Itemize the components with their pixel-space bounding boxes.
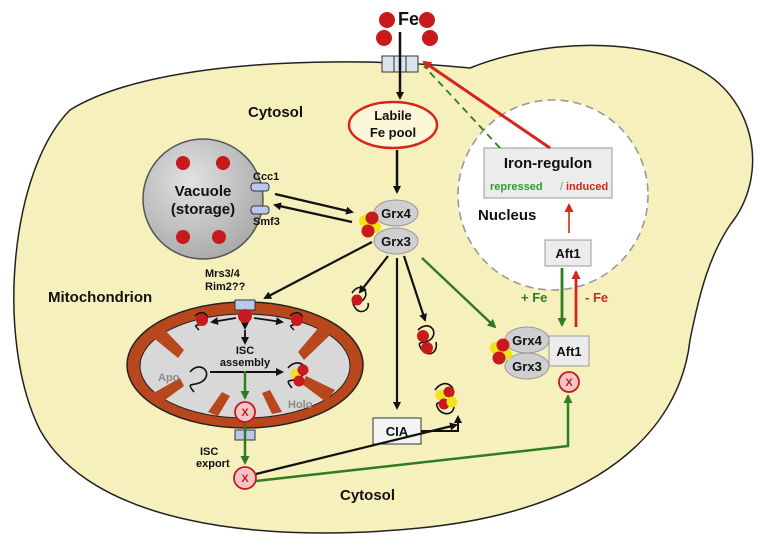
grx-aft1-complex: [490, 326, 590, 380]
cytosol-top-label: Cytosol: [248, 104, 303, 121]
aft1-complex-label: Aft1: [556, 344, 581, 359]
repressed-label: repressed: [490, 181, 543, 193]
induced-label: induced: [566, 181, 608, 193]
minus-fe-label: - Fe: [585, 290, 608, 305]
grx-to-protein1-arrow: [358, 255, 389, 294]
cytosol-bottom-label: Cytosol: [340, 487, 395, 504]
cytosolic-protein-2: [417, 325, 438, 355]
grx4-top-label: Grx4: [381, 206, 411, 221]
vacuole-line1: Vacuole: [175, 183, 232, 200]
holo-protein: [287, 362, 309, 389]
x-cytosol-circle: [233, 466, 257, 490]
x-mito-label: X: [241, 407, 249, 419]
cia-label: CIA: [386, 424, 409, 439]
grx-to-protein2-arrow: [402, 255, 427, 322]
vacuole-iron: [176, 156, 230, 244]
labile-line1: Labile: [374, 108, 412, 123]
cytosolic-protein-3: [434, 382, 458, 415]
x-cytosol-label: X: [241, 473, 249, 485]
fe-label: Fe: [398, 9, 419, 29]
apo-protein: [189, 366, 208, 393]
grx-complex-top: [359, 199, 419, 255]
repressed-to-transporter-line: [423, 65, 501, 149]
mito-iron-center: [238, 309, 252, 323]
iron-regulon-box: [483, 147, 613, 199]
ccc1-transporter: [250, 182, 270, 192]
mito-protein-left: [194, 311, 208, 331]
x-to-aft1-green-arrow: [255, 394, 573, 483]
vacuole-line2: (storage): [171, 201, 235, 218]
vacuole-to-grx-arrow: [274, 192, 354, 215]
mrs-label: Mrs3/4: [205, 268, 241, 280]
aft1-nucleus-box: [544, 239, 592, 267]
x-aft1-circle: [558, 371, 580, 393]
smf3-transporter: [250, 205, 270, 215]
grx-to-vacuole-arrow: [273, 202, 353, 224]
grx3-top-label: Grx3: [381, 234, 411, 249]
mito-iron-left-arrow: [210, 317, 237, 325]
mitochondrion-cristae: [150, 325, 335, 416]
holo-label: Holo: [288, 399, 313, 411]
nucleus-label: Nucleus: [478, 207, 536, 224]
vacuole: [142, 138, 264, 260]
aft1-nucleus-label: Aft1: [555, 246, 580, 261]
cytosolic-protein-1: [351, 286, 370, 313]
labile-line2: Fe pool: [370, 125, 416, 140]
grx3-right-label: Grx3: [512, 359, 542, 374]
mito-protein-right: [289, 311, 303, 331]
induced-to-transporter-arrow: [422, 60, 551, 150]
labile-fe-pool: [347, 100, 439, 150]
isc-export-line1: ISC: [200, 446, 218, 458]
x-to-cia-protein-arrow: [255, 422, 458, 476]
isc-export-line2: export: [196, 458, 230, 470]
grx4-right-label: Grx4: [512, 333, 542, 348]
extracellular-iron: [376, 12, 438, 46]
mrs-transporter: [234, 299, 256, 311]
regulon-separator: /: [560, 181, 564, 193]
ccc1-label: Ccc1: [253, 171, 279, 183]
grx-to-aft1-green-arrow: [421, 257, 497, 329]
isc-line2: assembly: [220, 357, 271, 369]
mito-iron-right-arrow: [253, 317, 284, 326]
x-aft1-label: X: [565, 377, 573, 389]
apo-label: Apo: [158, 372, 180, 384]
isc-line1: ISC: [236, 345, 254, 357]
x-mito-circle: [234, 401, 256, 423]
mitochondrion-label: Mitochondrion: [48, 289, 152, 306]
smf3-label: Smf3: [253, 216, 280, 228]
plus-fe-label: + Fe: [521, 290, 547, 305]
rim2-label: Rim2??: [205, 281, 246, 293]
grx-to-mito-arrow: [263, 241, 373, 299]
iron-regulon-label: Iron-regulon: [504, 155, 592, 172]
